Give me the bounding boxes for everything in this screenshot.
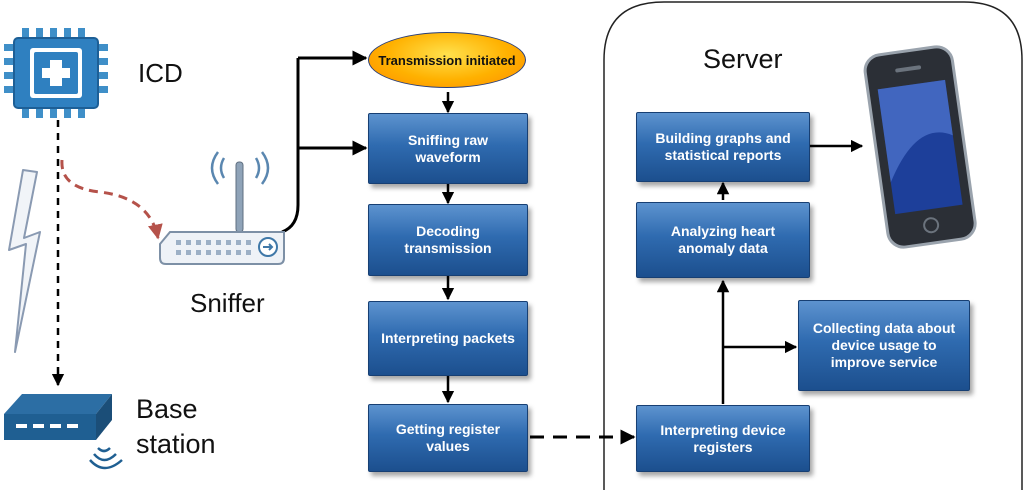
sniffing-raw-waveform-box: Sniffing raw waveform: [368, 113, 528, 184]
getting-register-values-box: Getting register values: [368, 404, 528, 472]
server-title: Server: [703, 44, 783, 74]
transmission-initiated-node: Transmission initiated: [368, 32, 526, 88]
phone-icon: [863, 45, 977, 249]
lightning-icon: [8, 169, 41, 353]
router-icon: [159, 151, 285, 265]
decoding-transmission-box: Decoding transmission: [368, 204, 528, 276]
interpreting-packets-box: Interpreting packets: [368, 301, 528, 376]
sniffer-to-flow-line: [281, 58, 300, 234]
sniffer-label: Sniffer: [190, 288, 265, 318]
chip-icon: [4, 28, 108, 118]
base-station-label: Base station: [136, 394, 216, 459]
interpreting-device-registers-box: Interpreting device registers: [636, 405, 810, 472]
collecting-data-box: Collecting data about device usage to im…: [798, 300, 970, 391]
icd-label: ICD: [138, 58, 183, 88]
icd-to-sniffer-arrow: [60, 159, 163, 240]
building-graphs-box: Building graphs and statistical reports: [636, 112, 810, 182]
base-station-icon: [4, 394, 123, 470]
server-container: [603, 1, 1023, 490]
analyzing-heart-anomaly-box: Analyzing heart anomaly data: [636, 202, 810, 278]
